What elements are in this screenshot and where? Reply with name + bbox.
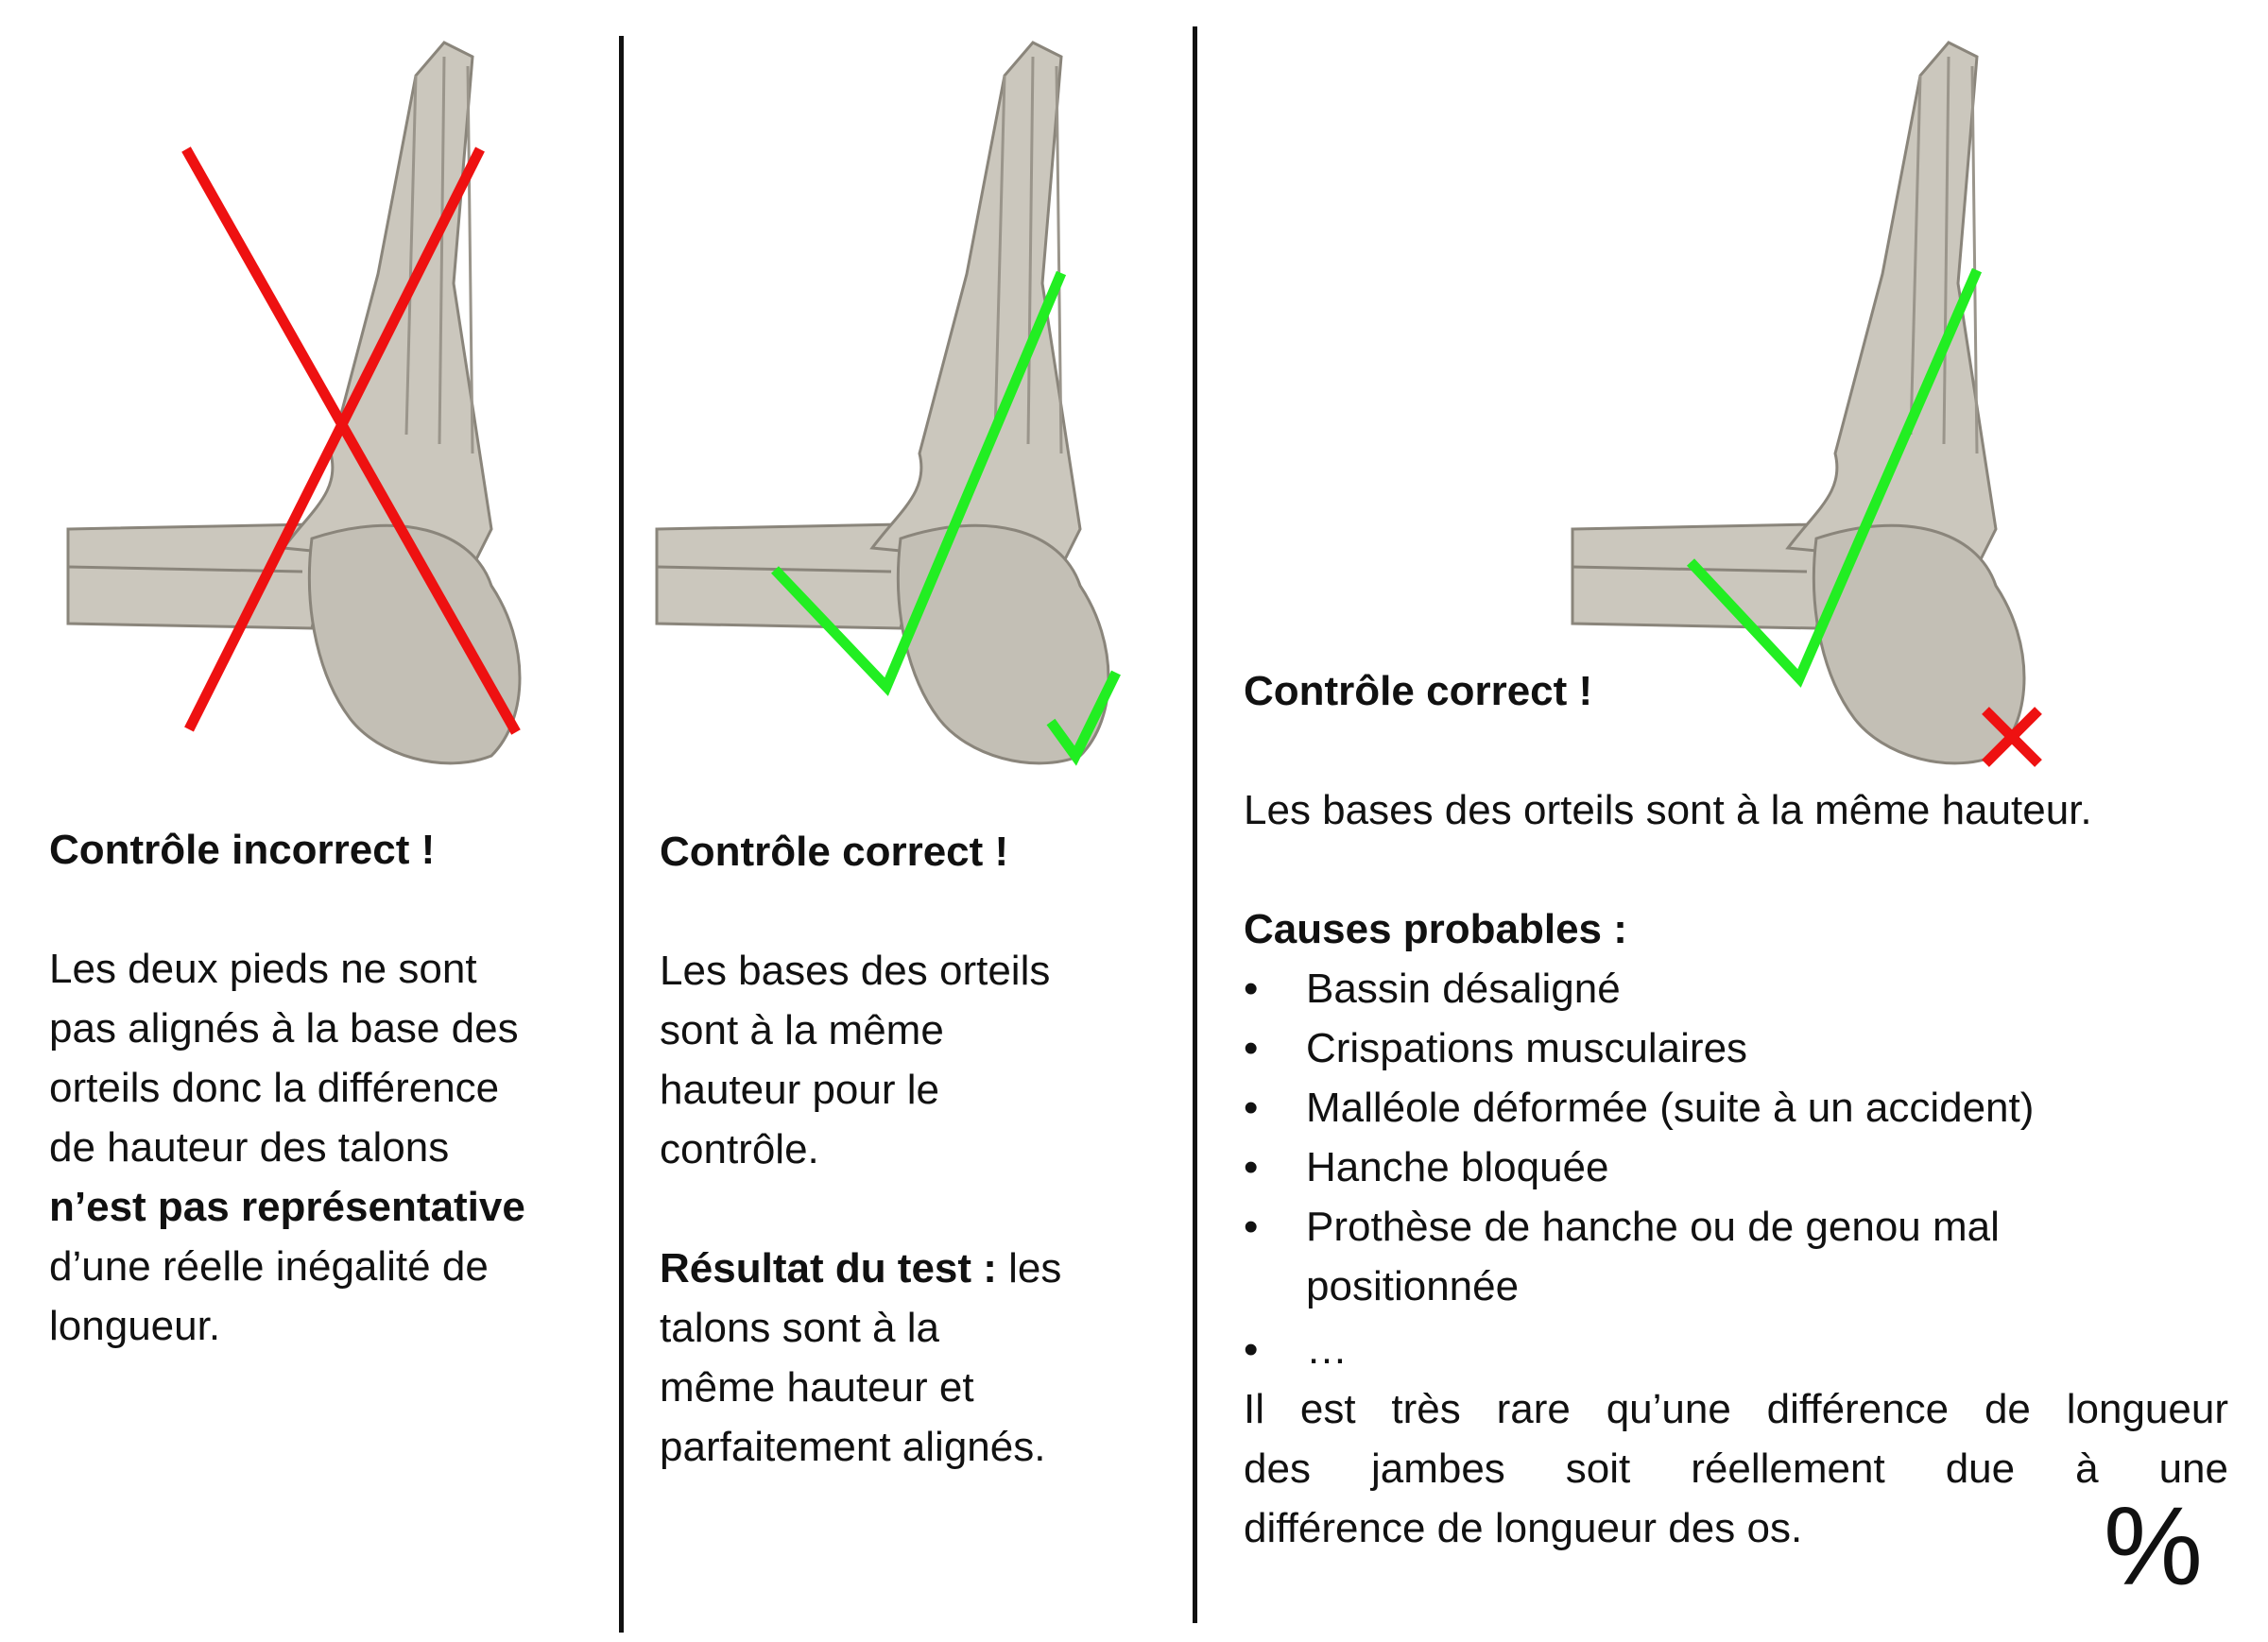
- text-line: Les deux pieds ne sont: [49, 946, 477, 992]
- panel-heading: Contrôle incorrect !: [49, 827, 436, 873]
- cause-item: • Malléole déformée (suite à un accident): [1244, 1078, 2228, 1137]
- cause-label: Malléole déformée (suite à un accident): [1306, 1085, 2035, 1131]
- cause-item: • Prothèse de hanche ou de genou mal: [1244, 1197, 2228, 1257]
- text-line: Les bases des orteils: [660, 948, 1051, 994]
- panel-heading: Contrôle correct !: [1244, 668, 1593, 714]
- panel-heading: Contrôle correct !: [660, 829, 1009, 875]
- bullet-icon: •: [1244, 1144, 1259, 1190]
- panel-correct-causes: Contrôle correct ! Les bases des orteils…: [1244, 661, 2228, 1558]
- text-line: d’une réelle inégalité de: [49, 1243, 489, 1290]
- causes-title: Causes probables :: [1244, 906, 1627, 952]
- foot-image-incorrect: [66, 41, 522, 765]
- bullet-icon: •: [1244, 1204, 1259, 1250]
- cause-label: positionnée: [1306, 1263, 1520, 1309]
- result-line: Résultat du test : les: [660, 1239, 1061, 1298]
- text-line: même hauteur et: [660, 1364, 974, 1411]
- foot-image-correct: [655, 41, 1110, 765]
- cause-item: • Hanche bloquée: [1244, 1137, 2228, 1197]
- text-line: longueur.: [49, 1303, 221, 1349]
- divider-right: [1193, 26, 1197, 1623]
- bullet-icon: •: [1244, 1326, 1259, 1373]
- text-line: orteils donc la différence: [49, 1065, 500, 1111]
- conclusion-line: des jambes soit réellement due à une: [1244, 1445, 2228, 1492]
- text-line: de hauteur des talons: [49, 1124, 450, 1171]
- cause-label: Bassin désaligné: [1306, 966, 1621, 1012]
- green-check-large: [771, 270, 1067, 696]
- conclusion-line: différence de longueur des os.: [1244, 1505, 1803, 1551]
- cause-item: • Bassin désaligné: [1244, 959, 2228, 1018]
- percent-symbol: %: [2104, 1484, 2203, 1609]
- cause-item: • Crispations musculaires: [1244, 1018, 2228, 1078]
- green-check-icon: [1046, 670, 1121, 766]
- intro-text: Les bases des orteils sont à la même hau…: [1244, 787, 2092, 833]
- foot-image-correct-2: [1571, 41, 2026, 765]
- bullet-icon: •: [1244, 1025, 1259, 1071]
- cause-label: Prothèse de hanche ou de genou mal: [1306, 1204, 2000, 1250]
- bullet-icon: •: [1244, 1085, 1259, 1131]
- panel-correct: Contrôle correct ! Les bases des orteils…: [660, 822, 1061, 1477]
- panel-incorrect: Contrôle incorrect ! Les deux pieds ne s…: [49, 820, 525, 1356]
- red-cross-mark: [181, 146, 521, 735]
- cause-label: Crispations musculaires: [1306, 1025, 1748, 1071]
- green-check-large-2: [1686, 267, 1983, 688]
- text-line: pas alignés à la base des: [49, 1005, 519, 1052]
- bullet-icon: •: [1244, 966, 1259, 1012]
- cause-label: …: [1306, 1326, 1348, 1373]
- cause-item: •…: [1244, 1320, 2228, 1379]
- cause-item-continuation: positionnée: [1244, 1257, 2228, 1316]
- text-line: hauteur pour le: [660, 1067, 939, 1113]
- cause-label: Hanche bloquée: [1306, 1144, 1609, 1190]
- text-line: sont à la même: [660, 1007, 944, 1053]
- conclusion-line: Il est très rare qu’une différence de lo…: [1244, 1386, 2228, 1432]
- text-line: parfaitement alignés.: [660, 1424, 1046, 1470]
- red-x-icon: [1982, 707, 2042, 767]
- result-text: les: [996, 1245, 1062, 1291]
- text-line: talons sont à la: [660, 1305, 939, 1351]
- divider-left: [619, 36, 624, 1633]
- emphasis-line: n’est pas représentative: [49, 1184, 525, 1230]
- result-label: Résultat du test :: [660, 1245, 997, 1291]
- text-line: contrôle.: [660, 1126, 819, 1172]
